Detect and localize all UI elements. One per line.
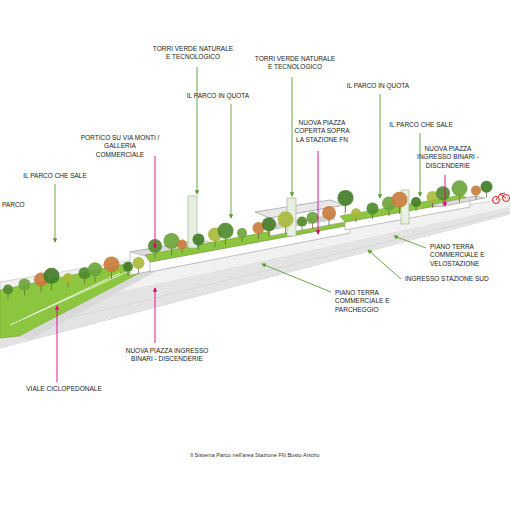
callout-label: PIANO TERRA COMMERCIALE E PARCHEGGIO: [335, 289, 415, 314]
callout-label: NUOVA PIAZZA INGRESSO BINARI - DISCENDER…: [413, 145, 483, 170]
callout-label: IL PARCO IN QUOTA: [341, 82, 415, 90]
callout-label: IL PARCO CHE SALE: [384, 121, 458, 129]
callout-label: PARCO: [2, 201, 34, 209]
callout-label: VIALE CICLOPEDONALE: [19, 385, 109, 393]
callout-label: NUOVA PIAZZA INGRESSO BINARI - DISCENDER…: [115, 347, 219, 364]
callout-label: TORRI VERDE NATURALE E TECNOLOGICO: [252, 55, 338, 72]
callout-label: IL PARCO CHE SALE: [15, 172, 95, 180]
caption: Il Sistema Parco nell'area Stazione FN B…: [130, 452, 380, 458]
callout-label: INGRESSO STAZIONE SUD: [405, 275, 495, 283]
callout-label: PORTICO SU VIA MONTI / GALLERIA COMMERCI…: [80, 134, 160, 159]
callout-label: TORRI VERDE NATURALE E TECNOLOGICO: [151, 45, 235, 62]
callout-label: NUOVA PIAZZA COPERTA SOPRA LA STAZIONE F…: [291, 119, 353, 144]
callout-label: PIANO TERRA COMMERCIALE E VELOSTAZIONE: [430, 243, 506, 268]
callout-label: IL PARCO IN QUOTA: [181, 92, 255, 100]
